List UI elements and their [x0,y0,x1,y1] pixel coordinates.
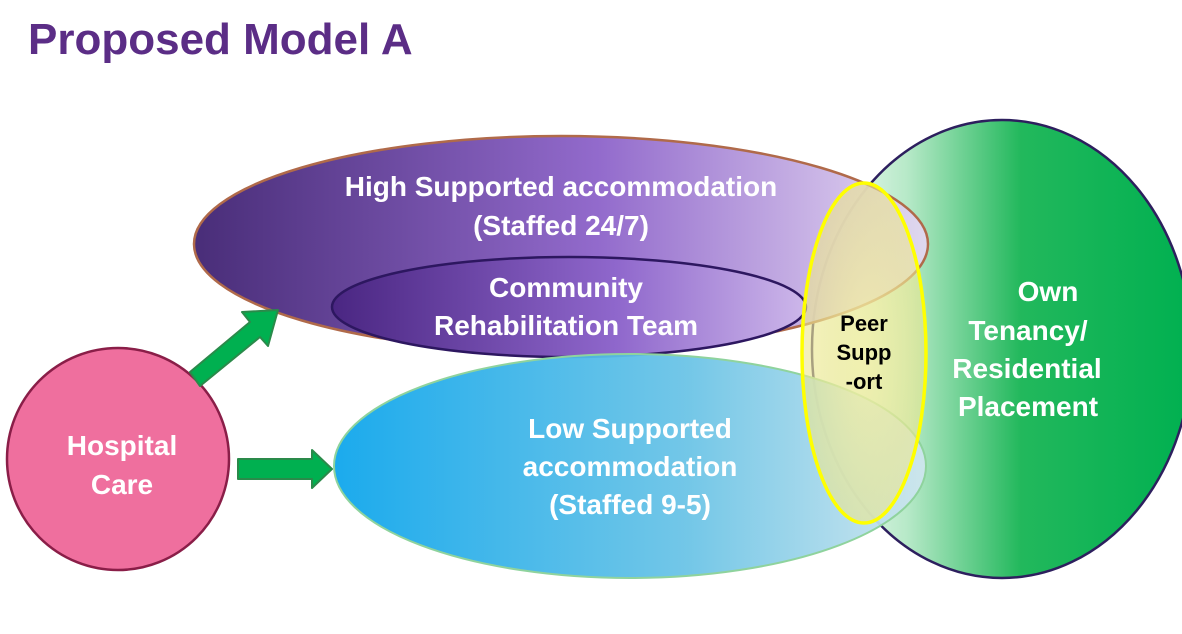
own-tenancy-label-line3: Residential [952,353,1101,384]
own-tenancy-label-line2: Tenancy/ [968,315,1088,346]
low-supported-ellipse [333,353,927,579]
hospital-care-label-line1: Hospital [67,430,177,461]
high-supported-label-line2: (Staffed 24/7) [473,210,649,241]
low-supported-label-line2: accommodation [523,451,738,482]
page-title: Proposed Model A [28,15,413,64]
peer-support-label-line2: Supp [837,340,892,365]
peer-support-ellipse [800,181,928,525]
hospital-care-label-line2: Care [91,469,153,500]
arrow-to-high-supported [189,309,279,387]
community-rehab-label-line1: Community [489,272,643,303]
low-supported-label-line3: (Staffed 9-5) [549,489,711,520]
peer-support-label-line3: -ort [846,369,883,394]
own-tenancy-label-line4: Placement [958,391,1098,422]
high-supported-label-line1: High Supported accommodation [345,171,777,202]
peer-support-label-line1: Peer [840,311,888,336]
hospital-care-circle [5,346,231,572]
community-rehab-label-line2: Rehabilitation Team [434,310,698,341]
own-tenancy-label-line1: Own [1018,276,1079,307]
low-supported-label-line1: Low Supported [528,413,732,444]
arrow-to-low-supported [237,449,333,489]
